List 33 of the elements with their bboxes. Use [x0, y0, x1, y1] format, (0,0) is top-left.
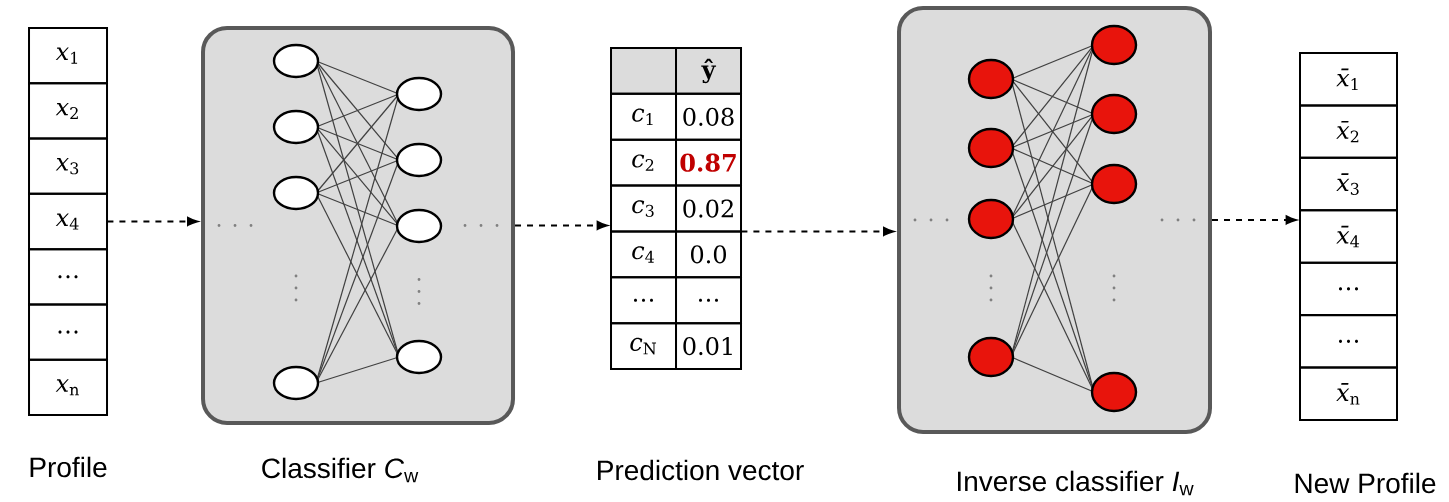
- table-cell: c$_{4}$: [610, 230, 677, 279]
- table-cell: 0.0: [675, 230, 742, 279]
- table-cell: …: [28, 248, 108, 306]
- table-cell: x$_{n}$: [28, 358, 108, 416]
- table-cell: 0.87: [675, 138, 742, 187]
- table-cell: 0.01: [675, 322, 742, 371]
- node-label: Classifier C$_{w}$: [262, 457, 419, 483]
- table-cell: x$_{2}$: [28, 82, 108, 140]
- table-cell: …: [28, 303, 108, 361]
- table-cell: c$_{N}$: [610, 322, 677, 371]
- table-cell: x$_{4}$: [28, 192, 108, 251]
- table-cell: c$_{1}$: [610, 92, 677, 141]
- table-cell: …: [1299, 314, 1398, 369]
- node-label: Profile: [30, 456, 107, 478]
- table-cell: x$_{3}$: [28, 137, 108, 195]
- table-cell: ŷ: [675, 47, 742, 95]
- node-label: Inverse classifier I$_{w}$: [957, 470, 1194, 496]
- table-cell: …: [1299, 261, 1398, 317]
- table-cell: x̄$_{2}$: [1299, 104, 1398, 159]
- table-cell: …: [610, 276, 677, 325]
- table-cell: 0.08: [675, 92, 742, 141]
- table-cell: c$_{2}$: [610, 138, 677, 187]
- table-cell: x̄$_{1}$: [1299, 52, 1398, 107]
- table-cell: x̄$_{n}$: [1299, 366, 1398, 421]
- arrow: [1211, 215, 1297, 225]
- table-cell: x̄$_{4}$: [1299, 209, 1398, 264]
- table-cell: x$_{1}$: [28, 27, 108, 85]
- node-label: New Profile: [1295, 472, 1436, 494]
- node-label: Prediction vector: [598, 459, 804, 481]
- table-cell: 0.02: [675, 184, 742, 233]
- table-cell: …: [675, 276, 742, 325]
- table-cell: x̄$_{3}$: [1299, 156, 1398, 212]
- table-cell: c$_{3}$: [610, 184, 677, 233]
